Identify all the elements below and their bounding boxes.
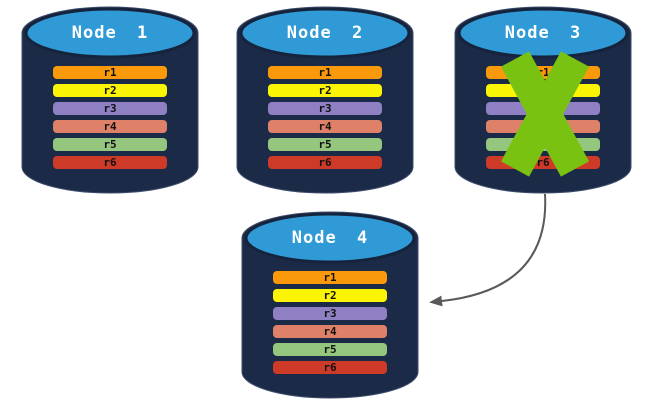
replica-bar-r3: r3: [53, 102, 167, 115]
replica-bar-r3: r3: [486, 102, 600, 115]
node-1-replica-list: r1 r2 r3 r4 r5 r6: [20, 5, 200, 195]
replica-bar-r5: r5: [268, 138, 382, 151]
replica-bar-r1: r1: [273, 271, 387, 284]
replica-bar-r3: r3: [273, 307, 387, 320]
node-1: Node 1 r1 r2 r3 r4 r5 r6: [20, 5, 200, 195]
replica-label: r2: [103, 84, 117, 97]
node-2-label: Node 2: [286, 23, 364, 43]
replica-label: r4: [318, 120, 332, 133]
node-2-replica-list: r1 r2 r3 r4 r5 r6: [235, 5, 415, 195]
replica-bar-r2: r2: [486, 84, 600, 97]
replica-bar-r2: r2: [268, 84, 382, 97]
node-1-label: Node 1: [71, 23, 149, 43]
node-3: Node 3 r1 r2 r3 r4 r5 r6: [453, 5, 633, 195]
replica-bar-r2: r2: [273, 289, 387, 302]
replica-bar-r1: r1: [53, 66, 167, 79]
replica-label: r3: [103, 102, 117, 115]
node-2: Node 2 r1 r2 r3 r4 r5 r6: [235, 5, 415, 195]
node-4: Node 4 r1 r2 r3 r4 r5 r6: [240, 210, 420, 400]
replica-label: r3: [318, 102, 332, 115]
replica-label: r6: [318, 156, 332, 169]
replica-label: r1: [318, 66, 332, 79]
replica-label: r6: [536, 156, 550, 169]
replica-bar-r4: r4: [53, 120, 167, 133]
replica-label: r3: [323, 307, 337, 320]
replica-bar-r5: r5: [53, 138, 167, 151]
replica-label: r4: [323, 325, 337, 338]
node-3-label: Node 3: [504, 23, 582, 43]
node-4-replica-list: r1 r2 r3 r4 r5 r6: [240, 210, 420, 400]
replica-label: r3: [536, 102, 550, 115]
replica-bar-r4: r4: [486, 120, 600, 133]
replica-label: r2: [323, 289, 337, 302]
replica-label: r5: [323, 343, 337, 356]
replica-bar-r4: r4: [268, 120, 382, 133]
replica-label: r1: [103, 66, 117, 79]
replica-bar-r5: r5: [273, 343, 387, 356]
node-3-replica-list: r1 r2 r3 r4 r5 r6: [453, 5, 633, 195]
replica-label: r1: [536, 66, 550, 79]
replica-label: r5: [318, 138, 332, 151]
replica-bar-r1: r1: [486, 66, 600, 79]
replica-bar-r6: r6: [273, 361, 387, 374]
replica-label: r6: [103, 156, 117, 169]
node-4-label: Node 4: [291, 228, 369, 248]
replica-label: r4: [536, 120, 550, 133]
replica-bar-r6: r6: [486, 156, 600, 169]
replica-bar-r6: r6: [268, 156, 382, 169]
replica-bar-r6: r6: [53, 156, 167, 169]
replica-bar-r1: r1: [268, 66, 382, 79]
replica-label: r4: [103, 120, 117, 133]
replica-bar-r4: r4: [273, 325, 387, 338]
replica-bar-r5: r5: [486, 138, 600, 151]
replica-label: r2: [536, 84, 550, 97]
replica-label: r5: [536, 138, 550, 151]
replica-label: r6: [323, 361, 337, 374]
replica-label: r1: [323, 271, 337, 284]
replica-label: r5: [103, 138, 117, 151]
replica-label: r2: [318, 84, 332, 97]
replica-bar-r2: r2: [53, 84, 167, 97]
replica-bar-r3: r3: [268, 102, 382, 115]
